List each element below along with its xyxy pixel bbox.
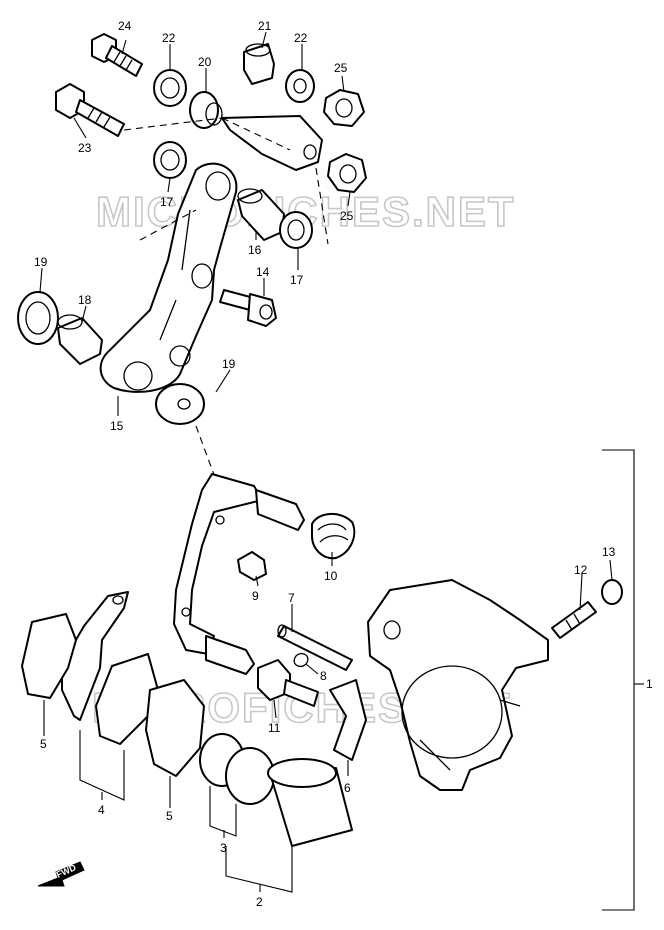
part-6-pad-spring <box>329 679 367 761</box>
part-21-collar <box>243 43 275 85</box>
callout-19-left: 19 <box>34 255 48 269</box>
callout-9: 9 <box>252 589 259 603</box>
part-13-cap <box>601 579 623 605</box>
callout-11: 11 <box>268 721 281 735</box>
callout-20: 20 <box>198 55 212 69</box>
callout-4: 4 <box>98 803 105 817</box>
caliper-body <box>367 579 549 791</box>
callout-labels: 24 22 20 21 22 25 23 17 25 16 17 14 19 1… <box>34 19 653 909</box>
callout-5-left: 5 <box>40 737 47 751</box>
axis-line-15 <box>139 209 197 241</box>
part-17-seal-left <box>153 141 187 179</box>
callout-17-left: 17 <box>160 195 174 209</box>
callout-7: 7 <box>288 591 295 605</box>
callout-5-right: 5 <box>166 809 173 823</box>
part-19-washer-lower <box>155 383 205 425</box>
callout-22-right: 22 <box>294 31 308 45</box>
callout-21: 21 <box>258 19 272 33</box>
part-4-pad-middle <box>95 653 159 745</box>
part-12-bleeder <box>551 601 597 639</box>
part-23-bolt <box>55 83 125 137</box>
part-19-seal-left <box>17 291 59 345</box>
part-22-washer-top <box>153 69 187 107</box>
part-3-seal-inner <box>225 747 275 805</box>
torque-link-bracket <box>221 115 323 171</box>
part-14-bolt <box>219 289 277 327</box>
callout-22-top: 22 <box>162 31 176 45</box>
part-10-boot <box>311 513 356 560</box>
callout-8: 8 <box>320 669 327 683</box>
part-22-washer-right <box>285 69 315 103</box>
leader-lines <box>39 31 613 893</box>
callout-1: 1 <box>646 677 653 691</box>
callout-15: 15 <box>110 419 124 433</box>
callout-23: 23 <box>78 141 92 155</box>
callout-18: 18 <box>78 293 92 307</box>
callout-25-lower: 25 <box>340 209 354 223</box>
callout-6: 6 <box>344 781 351 795</box>
part-5-pad-right <box>145 679 205 777</box>
fwd-arrow-icon: FWD <box>37 861 85 887</box>
part-2-piston <box>267 758 353 847</box>
callout-2: 2 <box>256 895 263 909</box>
part-17-seal-right <box>279 211 313 249</box>
callout-25-top: 25 <box>334 61 348 75</box>
part-9-clip <box>237 551 267 581</box>
callout-10: 10 <box>324 569 338 583</box>
axis-line-25 <box>315 167 329 245</box>
callout-19-lower: 19 <box>222 357 236 371</box>
callout-14: 14 <box>256 265 270 279</box>
axis-line-20 <box>221 117 291 151</box>
part-5-pad-left <box>21 613 77 699</box>
part-20-spacer <box>189 91 223 129</box>
callout-3: 3 <box>220 841 227 855</box>
part-7-pin <box>277 624 353 671</box>
part-24-bolt <box>91 33 143 77</box>
part-15-link-arm <box>99 162 238 393</box>
callout-17-right: 17 <box>290 273 304 287</box>
part-25-nut-top <box>323 89 365 127</box>
part-18-collar <box>57 314 103 365</box>
callout-16: 16 <box>248 243 262 257</box>
caliper-bracket <box>173 473 305 675</box>
bracket-assembly-1 <box>602 449 635 911</box>
axis-line-19 <box>195 425 217 481</box>
part-11-slide-boot <box>257 659 319 707</box>
axis-line-23 <box>123 117 223 131</box>
callout-13: 13 <box>602 545 616 559</box>
callout-12: 12 <box>574 563 588 577</box>
part-25-nut-lower <box>327 153 367 193</box>
callout-24: 24 <box>118 19 132 33</box>
